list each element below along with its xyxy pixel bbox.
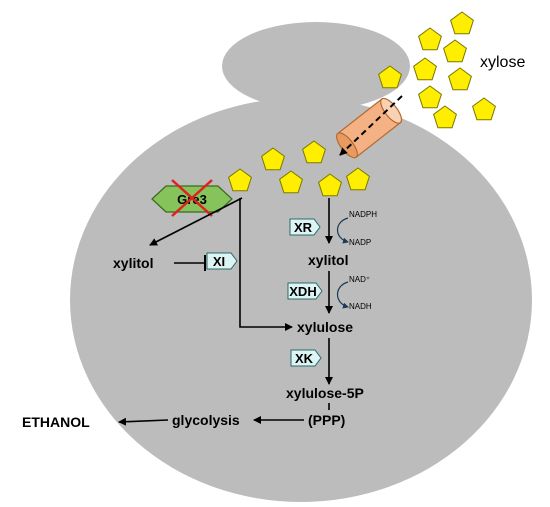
xylose-pentagon <box>418 27 442 51</box>
gre3-enzyme: Gre3 <box>151 179 233 217</box>
xylose-pentagon <box>228 168 252 192</box>
arrow-glycolysis-to-ethanol <box>118 417 169 426</box>
xylose-pentagon <box>443 39 467 63</box>
xylose-pentagon <box>318 173 342 197</box>
nadph-label: NADPH <box>349 210 377 219</box>
xk-enzyme: XK <box>290 349 322 367</box>
xylose-pentagon <box>413 57 437 81</box>
xylose-pentagon <box>450 11 474 35</box>
xylose-pentagon <box>448 67 472 91</box>
xr-cofactor-curve <box>336 217 349 244</box>
xylitol-main-label: xylitol <box>308 252 348 268</box>
xylulose-5p-label: xylulose-5P <box>286 385 364 401</box>
xylitol-left-label: xylitol <box>113 255 153 271</box>
xylose-pentagon <box>302 140 326 164</box>
ethanol-label: ETHANOL <box>22 414 90 430</box>
xylose-pentagon <box>433 105 457 129</box>
nadh-label: NADH <box>349 302 372 311</box>
import-arrow <box>339 95 403 156</box>
cell-bud <box>222 22 410 110</box>
xylose-molecules <box>228 11 496 197</box>
xr-label: XR <box>294 220 313 235</box>
gre3-strike-2 <box>171 179 213 217</box>
glycolysis-label: glycolysis <box>172 412 240 428</box>
xdh-box <box>287 282 323 300</box>
xylose-pentagon <box>378 65 402 89</box>
xdh-enzyme: XDH <box>287 282 323 300</box>
xylose-pentagon <box>472 97 496 121</box>
xi-box <box>206 252 238 270</box>
nadp-label: NADP <box>349 238 371 247</box>
xi-label: XI <box>213 254 225 269</box>
arrow-xi-to-xylulose <box>239 198 293 331</box>
xr-enzyme: XR <box>289 218 321 236</box>
xylose-pentagon <box>279 170 303 194</box>
xylose-label: xylose <box>480 54 525 71</box>
ppp-label: (PPP) <box>308 412 345 428</box>
transporter-end-outer <box>380 97 403 124</box>
xi-enzyme: XI <box>206 252 238 270</box>
arrow-to-xylitol-left <box>149 197 243 246</box>
xylose-pentagon <box>261 147 285 171</box>
nad-plus-label: NAD⁺ <box>349 275 370 284</box>
xylose-pentagon <box>346 167 370 191</box>
xylose-pentagon <box>418 85 442 109</box>
xk-box <box>290 349 322 367</box>
xr-box <box>289 218 321 236</box>
xk-label: XK <box>295 351 314 366</box>
xdh-label: XDH <box>289 284 316 299</box>
cell-body <box>70 98 532 502</box>
xdh-cofactor-curve <box>336 281 349 309</box>
xylulose-label: xylulose <box>297 319 353 335</box>
